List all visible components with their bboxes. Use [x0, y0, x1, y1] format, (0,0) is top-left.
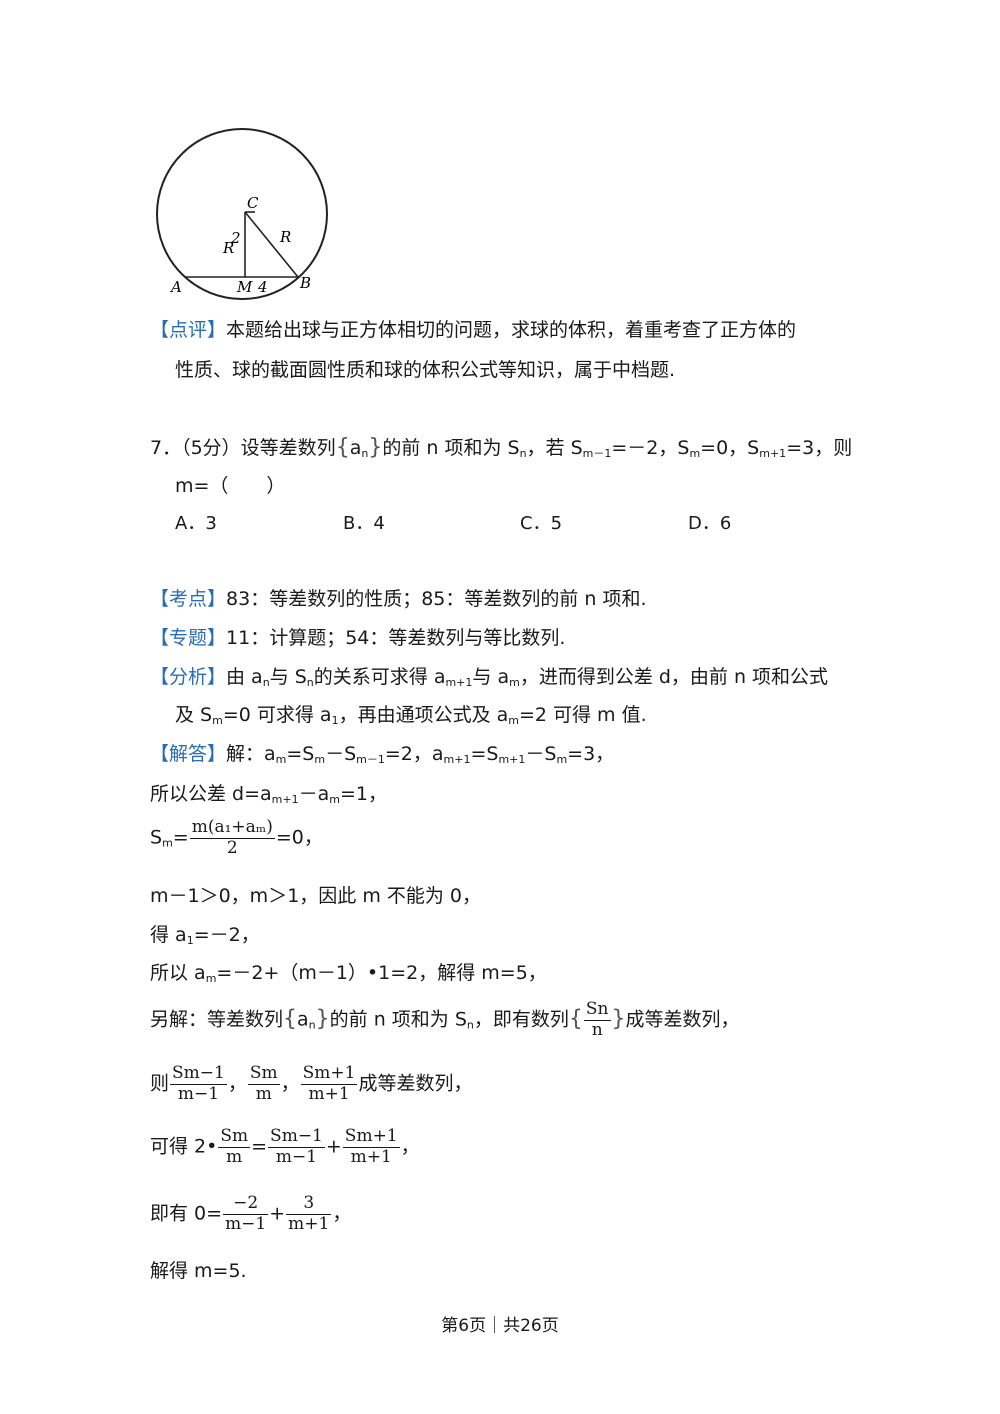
label-M: M	[236, 278, 253, 296]
label-C: C	[247, 194, 259, 212]
kaodian-tag: 【考点】	[150, 588, 227, 610]
label-R-right: R	[279, 228, 291, 246]
jieda-line-2: 所以公差 d=am+1－am=1，	[150, 783, 387, 806]
option-A: A．3	[175, 513, 217, 534]
fenxi-line-2: 及 Sm=0 可求得 a1，再由通项公式及 am=2 可得 m 值.	[175, 704, 647, 727]
jieda-line-6: 所以 am=－2+（m－1）•1=2，解得 m=5，	[150, 962, 547, 985]
label-two: 2	[230, 229, 241, 247]
fenxi-line-1: 【分析】由 an与 Sn的关系可求得 am+1与 am，进而得到公差 d，由前 …	[150, 666, 829, 689]
zhuanti-line: 【专题】11：计算题；54：等差数列与等比数列.	[150, 627, 566, 649]
jieda-line-1: 【解答】解：am=Sm－Sm－1=2，am+1=Sm+1－Sm=3，	[150, 743, 615, 766]
option-B: B．4	[343, 513, 385, 534]
option-D: D．6	[688, 513, 732, 534]
page-footer: 第6页｜共26页	[441, 1316, 559, 1336]
review-line-1: 【点评】本题给出球与正方体相切的问题，求球的体积，着重考查了正方体的	[150, 319, 797, 341]
question-7-line-1: 7．（5分）设等差数列{an}的前 n 项和为 Sn，若 Sm－1=－2，Sm=…	[150, 435, 853, 460]
geometry-figure: C 2 R R A M 4 B	[150, 122, 350, 307]
label-R-left: R	[222, 239, 234, 257]
sum-formula-fraction: m(a₁+aₘ)2	[189, 817, 275, 858]
jieda-line-3: Sm=m(a₁+aₘ)2=0，	[150, 817, 323, 858]
jieda-line-5: 得 a1=－2，	[150, 924, 260, 947]
fenxi-tag: 【分析】	[150, 666, 227, 688]
jieda-line-11: 解得 m=5.	[150, 1260, 247, 1282]
circle-diagram: C 2 R R A M 4 B	[156, 128, 328, 300]
review-tag: 【点评】	[150, 319, 227, 341]
label-four: 4	[257, 278, 268, 296]
review-line-2: 性质、球的截面圆性质和球的体积公式等知识，属于中档题.	[175, 359, 676, 381]
question-7-line-2: m=（ ）	[175, 475, 286, 497]
option-C: C．5	[520, 513, 563, 534]
label-B: B	[299, 274, 311, 292]
kaodian-line: 【考点】83：等差数列的性质；85：等差数列的前 n 项和.	[150, 588, 647, 610]
jieda-line-4: m－1＞0，m＞1，因此 m 不能为 0，	[150, 885, 481, 907]
label-A: A	[169, 278, 182, 296]
jieda-tag: 【解答】	[150, 743, 227, 765]
zhuanti-tag: 【专题】	[150, 627, 227, 649]
